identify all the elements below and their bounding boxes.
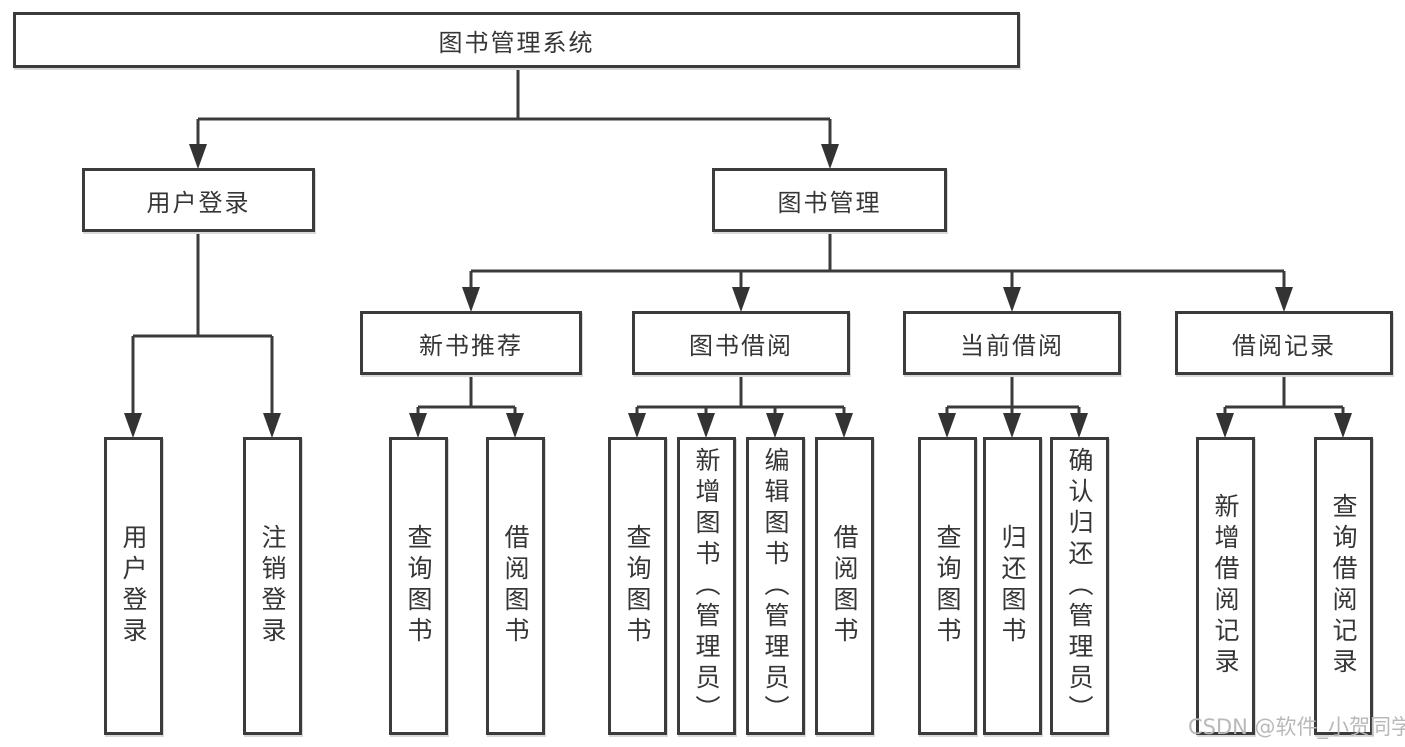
arrowhead-icon: [938, 413, 956, 438]
leaf-confirm-return-admin: 确认归还（管理员）: [1050, 437, 1109, 735]
node-borrow-records: 借阅记录: [1175, 311, 1393, 375]
arrowhead-icon: [835, 413, 853, 438]
leaf-return-books: 归还图书: [983, 437, 1042, 735]
leaf-borrow-books: 借阅图书: [815, 437, 874, 735]
arrowhead-icon: [1275, 287, 1293, 312]
arrowhead-icon: [1216, 413, 1234, 438]
arrowhead-icon: [462, 287, 480, 312]
leaf-borrow-books: 借阅图书: [486, 437, 545, 735]
csdn-watermark: CSDN @软件_小贺同学: [1188, 715, 1405, 739]
arrowhead-icon: [1334, 413, 1352, 438]
arrowhead-icon: [1070, 413, 1088, 438]
arrowhead-icon: [124, 413, 142, 438]
leaf-logout: 注销登录: [243, 437, 302, 735]
arrowhead-icon: [1003, 287, 1021, 312]
leaf-query-books: 查询图书: [389, 437, 448, 735]
arrowhead-icon: [1003, 413, 1021, 438]
arrowhead-icon: [189, 144, 207, 169]
leaf-add-book-admin: 新增图书（管理员）: [677, 437, 736, 735]
arrowhead-icon: [628, 413, 646, 438]
leaf-query-borrow-record: 查询借阅记录: [1314, 437, 1373, 735]
node-book-borrow: 图书借阅: [632, 311, 850, 375]
arrowhead-icon: [732, 287, 750, 312]
node-root-library-system: 图书管理系统: [13, 12, 1020, 68]
node-new-book-recommend: 新书推荐: [360, 311, 582, 375]
node-current-borrow: 当前借阅: [903, 311, 1121, 375]
leaf-add-borrow-record: 新增借阅记录: [1196, 437, 1255, 735]
arrowhead-icon: [263, 413, 281, 438]
arrowhead-icon: [409, 413, 427, 438]
leaf-user-login: 用户登录: [104, 437, 163, 735]
arrowhead-icon: [821, 144, 839, 169]
arrowhead-icon: [506, 413, 524, 438]
leaf-query-books: 查询图书: [918, 437, 977, 735]
arrowhead-icon: [697, 413, 715, 438]
node-user-login: 用户登录: [82, 168, 315, 232]
node-book-management: 图书管理: [712, 168, 947, 232]
leaf-edit-book-admin: 编辑图书（管理员）: [746, 437, 805, 735]
leaf-query-books: 查询图书: [608, 437, 667, 735]
arrowhead-icon: [766, 413, 784, 438]
